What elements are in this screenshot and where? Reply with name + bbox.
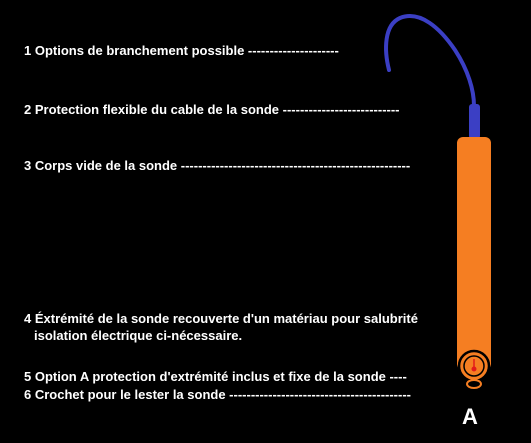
- label-hook: 6 Crochet pour le lester la sonde ------…: [24, 387, 411, 402]
- tip-dot: [471, 366, 477, 372]
- label-probe-body: 3 Corps vide de la sonde ---------------…: [24, 158, 411, 173]
- probe-cable: [384, 14, 476, 108]
- label-probe-tip-line1: 4 Éxtrémité de la sonde recouverte d'un …: [24, 311, 418, 326]
- probe-body: [457, 137, 491, 370]
- cable-protection: [469, 104, 480, 139]
- label-option-a-protection: 5 Option A protection d'extrémité inclus…: [24, 369, 407, 384]
- label-probe-tip-line2: isolation électrique ci-nécessaire.: [34, 328, 243, 343]
- hook-ring: [466, 379, 482, 389]
- label-cable-protection: 2 Protection flexible du cable de la son…: [24, 102, 400, 117]
- label-connection-options: 1 Options de branchement possible ------…: [24, 43, 339, 58]
- label-probe-tip: 4 Éxtrémité de la sonde recouverte d'un …: [24, 310, 418, 344]
- option-letter: A: [462, 404, 478, 429]
